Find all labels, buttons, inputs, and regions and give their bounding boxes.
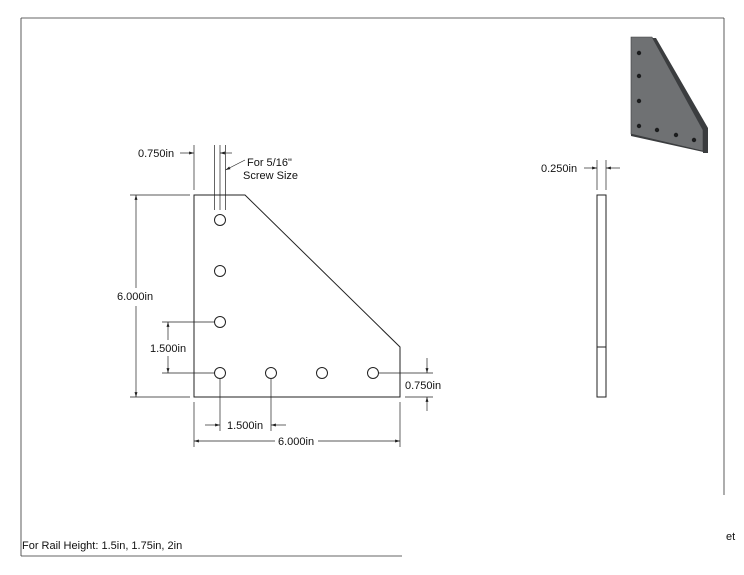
edge-fragment-text: et xyxy=(726,531,735,543)
hole xyxy=(214,214,226,226)
dim-hole-edge-offset-right: 0.750in xyxy=(379,358,441,411)
dim-label-hole-edge-offset-top: 0.750in xyxy=(138,148,174,160)
dim-hole-spacing-vertical: 1.500in xyxy=(150,321,214,374)
dim-label-plate-width: 6.000in xyxy=(278,436,314,448)
dim-label-plate-thickness: 0.250in xyxy=(541,163,577,175)
hole xyxy=(316,367,328,379)
hole-group xyxy=(214,214,379,379)
dim-label-plate-height: 6.000in xyxy=(117,291,153,303)
hole xyxy=(214,265,226,277)
dim-plate-height: 6.000in xyxy=(117,194,190,398)
plate-side-view xyxy=(596,194,607,398)
plate-front-outline xyxy=(193,194,401,398)
dim-label-hole-edge-offset-right: 0.750in xyxy=(405,380,441,392)
dim-hole-edge-offset-top: 0.750in xyxy=(138,145,246,210)
dim-label-hole-spacing-vertical: 1.500in xyxy=(150,343,186,355)
screw-note-line2: Screw Size xyxy=(243,170,298,182)
plate-isometric-view xyxy=(630,36,708,153)
dim-hole-spacing-horizontal: 1.500in xyxy=(205,379,286,432)
sheet-border xyxy=(20,17,725,557)
dim-plate-width: 6.000in xyxy=(193,402,401,448)
hole xyxy=(214,367,226,379)
hole xyxy=(265,367,277,379)
hole xyxy=(214,316,226,328)
hole xyxy=(367,367,379,379)
dim-plate-thickness: 0.250in xyxy=(541,160,620,190)
dim-label-hole-spacing-horizontal: 1.500in xyxy=(227,420,263,432)
footer-note: For Rail Height: 1.5in, 1.75in, 2in xyxy=(22,540,182,552)
screw-note-line1: For 5/16" xyxy=(247,157,292,169)
